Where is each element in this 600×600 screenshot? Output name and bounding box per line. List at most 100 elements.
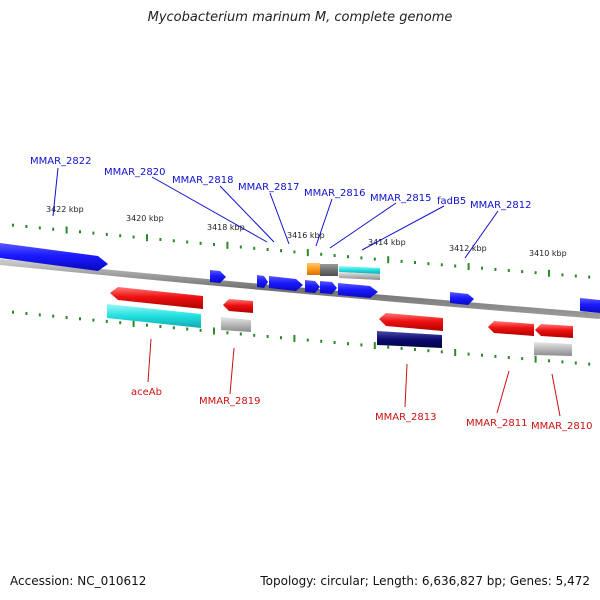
label-mmar-2819[interactable]: MMAR_2819	[199, 396, 261, 407]
feature-block-gray-2819[interactable]	[221, 317, 251, 332]
label-mmar-2815[interactable]: MMAR_2815	[370, 193, 432, 204]
minor-tick	[440, 263, 443, 267]
gene-arrow-mmar-2822[interactable]	[0, 243, 108, 271]
gene-arrow-mmar-2813[interactable]	[379, 313, 443, 331]
minor-tick	[521, 270, 524, 274]
leader-line-mmar-2820	[151, 176, 268, 243]
scale-label-3410: 3410 kbp	[529, 249, 567, 258]
minor-tick	[414, 348, 416, 351]
minor-tick	[306, 338, 309, 342]
feature-block-gray-2810[interactable]	[534, 342, 572, 356]
gene-arrow-small-2[interactable]	[257, 275, 268, 288]
leader-line-aceab	[147, 338, 152, 383]
gene-arrow-mmar-2819[interactable]	[223, 299, 253, 313]
minor-tick	[52, 314, 55, 318]
minor-tick	[52, 227, 55, 231]
minor-tick	[588, 275, 591, 279]
gene-arrow-mmar-2810[interactable]	[535, 324, 573, 338]
feature-block-gray-upper[interactable]	[339, 272, 380, 280]
label-mmar-2812[interactable]: MMAR_2812	[470, 200, 532, 211]
forward-labels: MMAR_2822 MMAR_2820 MMAR_2818 MMAR_2817 …	[30, 156, 532, 259]
label-mmar-2822[interactable]: MMAR_2822	[30, 156, 92, 167]
minor-tick	[119, 234, 122, 238]
minor-tick	[320, 339, 323, 343]
minor-tick	[226, 331, 229, 335]
gene-arrow-mmar-2816[interactable]	[305, 280, 320, 293]
minor-tick	[25, 225, 28, 228]
feature-block-orange[interactable]	[307, 263, 320, 275]
gene-arrow-right-edge[interactable]	[580, 298, 600, 313]
major-tick	[132, 320, 135, 327]
minor-tick	[280, 336, 282, 340]
gene-arrow-small-1[interactable]	[210, 270, 226, 283]
gene-arrow-fadb5[interactable]	[338, 283, 378, 298]
major-tick	[146, 234, 148, 242]
leader-line-mmar-2810	[551, 373, 561, 417]
genome-summary-text: Topology: circular; Length: 6,636,827 bp…	[260, 574, 590, 588]
minor-tick	[548, 359, 550, 363]
minor-tick	[65, 316, 68, 319]
minor-tick	[186, 240, 189, 244]
minor-tick	[521, 357, 524, 361]
minor-tick	[280, 249, 282, 253]
minor-tick	[105, 319, 108, 323]
upper-tick-row	[12, 223, 591, 279]
minor-tick	[132, 235, 135, 239]
minor-tick	[253, 246, 256, 250]
gene-arrow-mmar-2815[interactable]	[320, 281, 337, 294]
minor-tick	[105, 232, 108, 236]
major-tick	[387, 256, 390, 264]
reverse-labels: aceAb MMAR_2819 MMAR_2813 MMAR_2811 MMAR…	[131, 338, 593, 432]
minor-tick	[414, 261, 416, 264]
minor-tick	[146, 323, 148, 327]
major-tick	[213, 327, 215, 335]
major-tick	[373, 342, 376, 350]
minor-tick	[186, 327, 189, 331]
minor-tick	[347, 255, 349, 259]
label-aceab[interactable]: aceAb	[131, 387, 162, 398]
scale-label-3416: 3416 kbp	[287, 231, 325, 240]
scale-label-3412: 3412 kbp	[449, 244, 487, 253]
gene-arrow-mmar-2817[interactable]	[269, 276, 303, 291]
label-mmar-2813[interactable]: MMAR_2813	[375, 412, 437, 423]
label-mmar-2817[interactable]: MMAR_2817	[238, 182, 300, 193]
forward-genes	[0, 243, 600, 313]
lower-tick-row	[12, 310, 591, 366]
minor-tick	[588, 362, 591, 366]
feature-block-darkgray[interactable]	[320, 264, 338, 276]
gene-arrow-mmar-2811[interactable]	[488, 321, 534, 336]
scale-label-3414: 3414 kbp	[368, 238, 406, 247]
minor-tick	[333, 254, 336, 257]
leader-line-mmar-2816	[315, 198, 333, 247]
label-fadb5[interactable]: fadB5	[437, 196, 466, 207]
leader-line-mmar-2813	[404, 363, 408, 408]
minor-tick	[494, 354, 497, 358]
minor-tick	[494, 267, 497, 271]
leader-line-mmar-2815	[329, 202, 397, 249]
label-mmar-2816[interactable]: MMAR_2816	[304, 188, 366, 199]
gene-arrow-mmar-2812[interactable]	[450, 292, 474, 305]
minor-tick	[79, 317, 81, 321]
minor-tick	[400, 259, 403, 263]
leader-line-mmar-2819	[229, 347, 235, 395]
minor-tick	[467, 352, 470, 356]
minor-tick	[360, 256, 363, 260]
accession-text: Accession: NC_010612	[10, 574, 147, 588]
label-mmar-2820[interactable]: MMAR_2820	[104, 167, 166, 178]
minor-tick	[213, 243, 215, 246]
scale-labels: 3422 kbp 3420 kbp 3418 kbp 3416 kbp 3414…	[46, 205, 567, 258]
feature-block-navy-2813[interactable]	[377, 331, 442, 348]
label-mmar-2818[interactable]: MMAR_2818	[172, 175, 234, 186]
minor-tick	[360, 343, 363, 347]
label-mmar-2811[interactable]: MMAR_2811	[466, 418, 528, 429]
minor-tick	[79, 230, 81, 234]
minor-tick	[507, 269, 510, 272]
feature-block-cyan-lower[interactable]	[107, 304, 201, 328]
minor-tick	[172, 326, 175, 330]
label-mmar-2810[interactable]: MMAR_2810	[531, 421, 593, 432]
feature-block-cyan-upper[interactable]	[339, 266, 380, 274]
major-tick	[454, 349, 457, 356]
minor-tick	[507, 356, 510, 359]
gene-arrow-aceab[interactable]	[110, 287, 203, 309]
